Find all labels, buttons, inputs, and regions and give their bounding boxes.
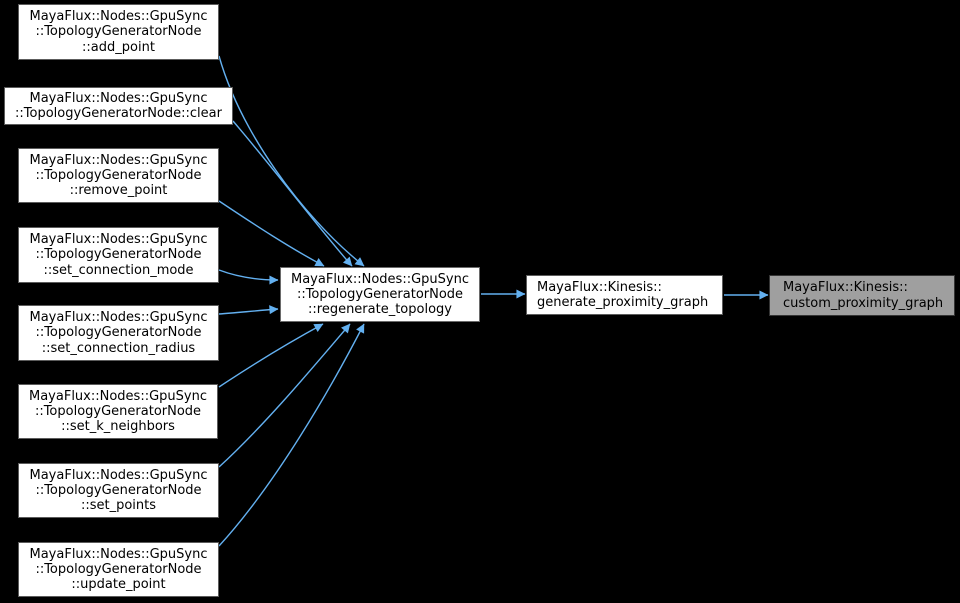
node-label-line: MayaFlux::Nodes::GpuSync bbox=[29, 9, 208, 25]
node-regenerate-topology[interactable]: MayaFlux::Nodes::GpuSync ::TopologyGener… bbox=[280, 267, 480, 322]
node-label-line: ::TopologyGeneratorNode bbox=[296, 286, 464, 302]
node-label-line: ::set_points bbox=[80, 498, 157, 514]
node-label-line: MayaFlux::Kinesis:: bbox=[783, 280, 908, 296]
node-update-point[interactable]: MayaFlux::Nodes::GpuSync ::TopologyGener… bbox=[18, 542, 219, 597]
node-label-line: ::remove_point bbox=[69, 183, 168, 199]
node-label-line: ::update_point bbox=[71, 577, 166, 593]
edge-clear-to-regenerate bbox=[232, 120, 353, 267]
node-remove-point[interactable]: MayaFlux::Nodes::GpuSync ::TopologyGener… bbox=[18, 148, 219, 203]
node-label-line: generate_proximity_graph bbox=[537, 295, 709, 310]
node-clear[interactable]: MayaFlux::Nodes::GpuSync ::TopologyGener… bbox=[4, 87, 233, 125]
node-label-line: MayaFlux::Nodes::GpuSync bbox=[29, 90, 208, 106]
edge-set-connection-mode-to-regenerate bbox=[218, 269, 279, 285]
node-label-line: ::TopologyGeneratorNode bbox=[35, 325, 202, 341]
edge-set-points-to-regenerate bbox=[218, 323, 351, 468]
edge-add-point-to-regenerate bbox=[218, 55, 365, 267]
node-label-line: MayaFlux::Kinesis:: bbox=[537, 279, 662, 295]
node-set-connection-radius[interactable]: MayaFlux::Nodes::GpuSync ::TopologyGener… bbox=[18, 305, 219, 361]
node-label-line: MayaFlux::Nodes::GpuSync bbox=[291, 271, 469, 287]
node-label-line: ::TopologyGeneratorNode bbox=[34, 403, 202, 419]
node-label-line: ::TopologyGeneratorNode::clear bbox=[15, 106, 222, 121]
node-label-line: MayaFlux::Nodes::GpuSync bbox=[29, 152, 208, 168]
node-label-line: ::add_point bbox=[82, 39, 155, 55]
node-label-line: ::TopologyGeneratorNode bbox=[35, 247, 202, 263]
node-label-line: ::set_k_neighbors bbox=[61, 419, 175, 435]
edge-set-connection-radius-to-regenerate bbox=[218, 305, 279, 315]
edge-set-k-neighbors-to-regenerate bbox=[218, 323, 324, 388]
edge-update-point-to-regenerate bbox=[218, 323, 365, 547]
node-set-connection-mode[interactable]: MayaFlux::Nodes::GpuSync ::TopologyGener… bbox=[18, 227, 219, 283]
node-label-line: custom_proximity_graph bbox=[783, 295, 944, 311]
node-set-k-neighbors[interactable]: MayaFlux::Nodes::GpuSync ::TopologyGener… bbox=[18, 384, 218, 439]
node-label-line: MayaFlux::Nodes::GpuSync bbox=[29, 546, 208, 562]
node-add-point[interactable]: MayaFlux::Nodes::GpuSync ::TopologyGener… bbox=[18, 4, 219, 60]
node-set-points[interactable]: MayaFlux::Nodes::GpuSync ::TopologyGener… bbox=[18, 463, 219, 518]
node-label-line: ::set_connection_radius bbox=[41, 340, 196, 356]
edge-remove-point-to-regenerate bbox=[218, 200, 325, 267]
node-label-line: ::set_connection_mode bbox=[43, 262, 194, 278]
node-label-line: ::TopologyGeneratorNode bbox=[35, 167, 202, 183]
node-label-line: MayaFlux::Nodes::GpuSync bbox=[29, 388, 207, 404]
node-label-line: ::TopologyGeneratorNode bbox=[35, 24, 202, 40]
node-custom-proximity-graph: MayaFlux::Kinesis:: custom_proximity_gra… bbox=[769, 275, 955, 316]
node-label-line: MayaFlux::Nodes::GpuSync bbox=[29, 310, 208, 326]
node-label-line: ::TopologyGeneratorNode bbox=[35, 482, 202, 498]
node-generate-proximity-graph[interactable]: MayaFlux::Kinesis:: generate_proximity_g… bbox=[526, 275, 723, 315]
node-label-line: ::regenerate_topology bbox=[308, 302, 452, 318]
node-label-line: ::TopologyGeneratorNode bbox=[35, 561, 202, 577]
node-label-line: MayaFlux::Nodes::GpuSync bbox=[29, 467, 208, 483]
node-label-line: MayaFlux::Nodes::GpuSync bbox=[29, 232, 208, 248]
